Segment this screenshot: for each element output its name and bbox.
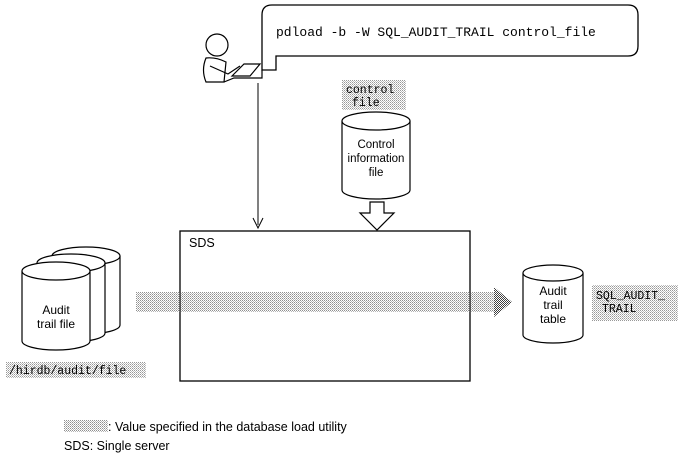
control-info-file-line2: information	[348, 153, 405, 165]
legend-dotted-swatch	[64, 420, 108, 432]
audit-trail-file-cylinders: Audit trail file	[21, 246, 121, 351]
control-file-param: control file	[342, 80, 406, 110]
audit-trail-table-line2: trail	[543, 298, 562, 312]
legend-sds-definition: SDS: Single server	[64, 439, 170, 453]
control-file-param-line1: control	[346, 84, 394, 97]
audit-trail-table-name-line2: TRAIL	[602, 303, 637, 316]
control-info-file-line3: file	[369, 167, 384, 179]
audit-trail-table-line1: Audit	[539, 284, 567, 298]
audit-trail-file-line1: Audit	[42, 303, 70, 317]
audit-trail-table-name-line1: SQL_AUDIT_	[596, 290, 665, 303]
audit-trail-table-cylinder: Audit trail table	[522, 264, 584, 344]
audit-trail-file-line2: trail file	[37, 317, 75, 331]
control-info-file-line1: Control	[357, 139, 394, 151]
audit-trail-table-name: SQL_AUDIT_ TRAIL	[592, 285, 678, 321]
command-arrow	[252, 83, 264, 230]
command-balloon: pdload -b -W SQL_AUDIT_TRAIL control_fil…	[261, 4, 639, 71]
control-file-block-arrow	[358, 201, 396, 231]
control-file-param-line2: file	[352, 97, 380, 110]
sds-label: SDS	[189, 236, 215, 250]
audit-trail-file-path-text: /hirdb/audit/file	[9, 365, 126, 378]
load-data-flow-arrow	[136, 287, 512, 317]
user-icon	[202, 33, 263, 83]
audit-trail-file-path: /hirdb/audit/file	[6, 362, 146, 378]
command-text: pdload -b -W SQL_AUDIT_TRAIL control_fil…	[276, 25, 596, 40]
control-info-file-cylinder: Control information file	[341, 111, 411, 200]
legend-value-specified: : Value specified in the database load u…	[108, 420, 348, 434]
legend: : Value specified in the database load u…	[64, 420, 348, 453]
audit-trail-table-line3: table	[540, 312, 566, 326]
